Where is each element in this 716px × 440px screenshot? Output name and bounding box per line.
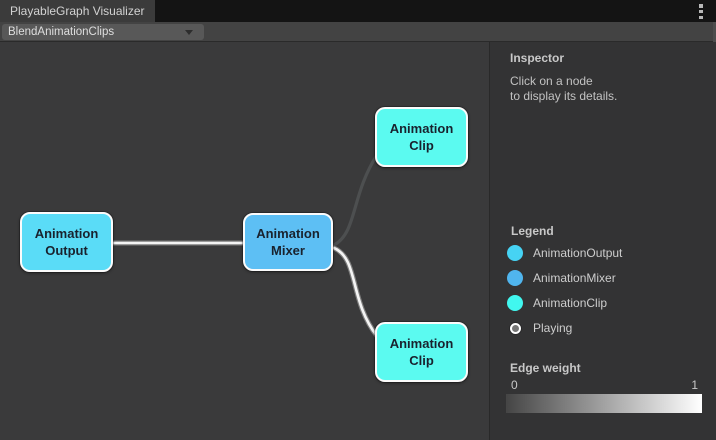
inspector-hint-line2: to display its details.	[510, 89, 618, 103]
legend-section: Legend AnimationOutput AnimationMixer An…	[507, 224, 622, 336]
node-label-line: Clip	[409, 138, 434, 153]
edge-weight-max: 1	[691, 378, 698, 392]
node-label-line: Animation	[389, 336, 454, 351]
legend-item-animation-mixer: AnimationMixer	[507, 270, 622, 286]
legend-title: Legend	[511, 224, 554, 238]
legend-item-label: AnimationOutput	[533, 246, 623, 260]
content: Animation Output Animation Mixer Animati…	[0, 42, 716, 440]
playing-dot-icon	[509, 322, 521, 334]
tab-bar: PlayableGraph Visualizer	[0, 0, 716, 22]
edge-mixer-clip-bottom	[332, 246, 379, 338]
node-animation-output[interactable]: Animation Output	[20, 212, 113, 272]
edge-weight-gradient-bar	[506, 394, 702, 413]
inspector-title: Inspector	[510, 51, 565, 65]
edge-weight-title: Edge weight	[510, 361, 581, 375]
toolbar-edge	[713, 22, 716, 42]
edge-mixer-clip-bottom-halo	[331, 245, 380, 339]
inspector-section: Inspector Click on a node to display its…	[510, 51, 617, 104]
node-label-line: Animation	[389, 121, 454, 136]
node-animation-mixer[interactable]: Animation Mixer	[243, 213, 333, 271]
legend-item-animation-clip: AnimationClip	[507, 295, 622, 311]
legend-item-label: AnimationClip	[533, 296, 608, 310]
graph-selector-dropdown[interactable]: BlendAnimationClips	[2, 24, 204, 40]
node-label-line: Animation	[34, 226, 99, 241]
edge-weight-min: 0	[511, 378, 518, 392]
edge-weight-section: Edge weight 0 1	[506, 361, 702, 413]
node-label-line: Animation	[256, 226, 320, 241]
edge-mixer-clip-top	[332, 153, 379, 247]
node-label-line: Clip	[409, 353, 434, 368]
animation-clip-dot-icon	[507, 295, 523, 311]
inspector-hint-line1: Click on a node	[510, 74, 593, 88]
kebab-menu-icon[interactable]	[698, 4, 704, 19]
chevron-down-icon	[185, 30, 193, 35]
node-animation-clip-top[interactable]: Animation Clip	[375, 107, 468, 167]
node-label-line: Mixer	[271, 243, 305, 258]
inspector-panel: Inspector Click on a node to display its…	[489, 42, 716, 440]
legend-item-playing: Playing	[507, 320, 622, 336]
node-animation-clip-bottom[interactable]: Animation Clip	[375, 322, 468, 382]
graph-canvas[interactable]: Animation Output Animation Mixer Animati…	[0, 42, 489, 440]
node-label-line: Output	[45, 243, 88, 258]
tab-title: PlayableGraph Visualizer	[10, 4, 145, 18]
legend-item-label: Playing	[533, 321, 573, 335]
animation-output-dot-icon	[507, 245, 523, 261]
toolbar: BlendAnimationClips	[0, 22, 716, 42]
legend-item-animation-output: AnimationOutput	[507, 245, 622, 261]
legend-item-label: AnimationMixer	[533, 271, 616, 285]
graph-selector-value: BlendAnimationClips	[8, 26, 115, 38]
tab-playablegraph-visualizer[interactable]: PlayableGraph Visualizer	[0, 0, 155, 22]
animation-mixer-dot-icon	[507, 270, 523, 286]
